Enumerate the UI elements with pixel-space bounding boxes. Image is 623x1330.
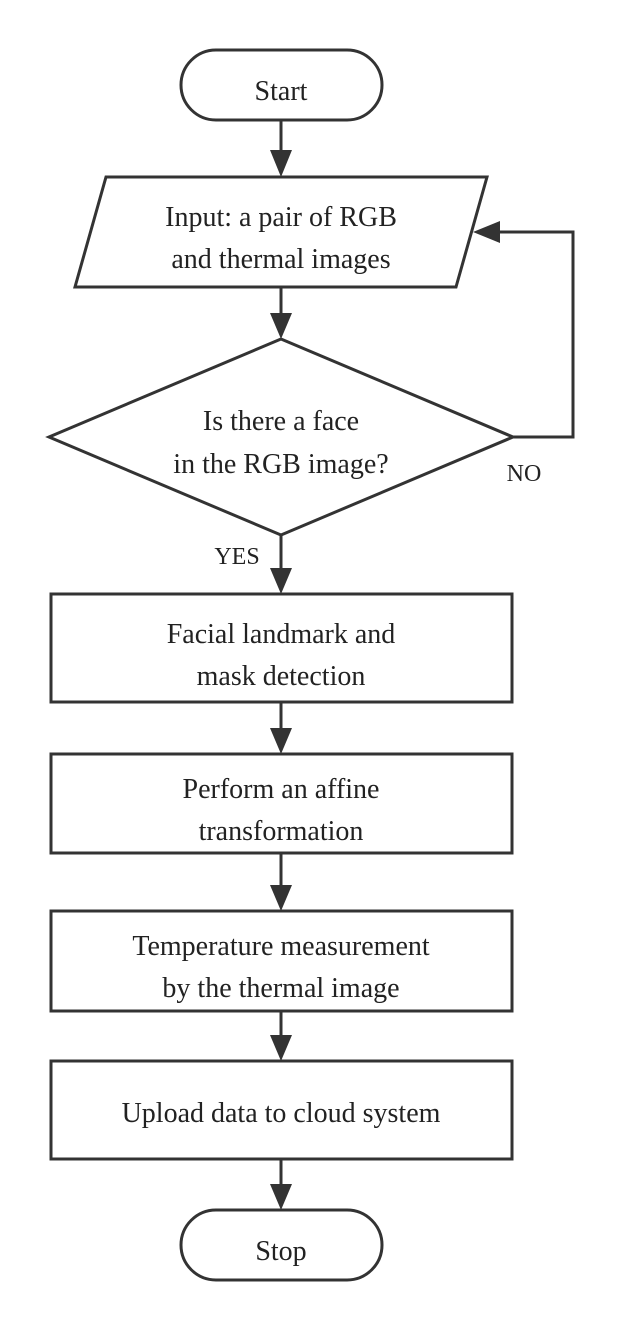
- start-label: Start: [255, 76, 308, 107]
- landmark-label-line1: Facial landmark and: [167, 619, 396, 650]
- affine-node: Perform an affine transformation: [49, 752, 514, 855]
- stop-node: Stop: [179, 1208, 384, 1282]
- upload-label: Upload data to cloud system: [122, 1098, 441, 1129]
- affine-label-line1: Perform an affine: [183, 774, 380, 805]
- yes-label: YES: [214, 544, 259, 570]
- arrow-yes-to-landmark: [270, 535, 292, 594]
- arrow-temperature-to-upload: [270, 1011, 292, 1061]
- decision-label-line1: Is there a face: [203, 406, 359, 437]
- stop-label: Stop: [255, 1236, 306, 1267]
- decision-label-line2: in the RGB image?: [173, 449, 388, 480]
- start-node: Start: [179, 48, 384, 122]
- arrow-input-to-decision: [270, 287, 292, 339]
- upload-node: Upload data to cloud system: [49, 1059, 514, 1161]
- no-label: NO: [507, 461, 542, 487]
- input-node: Input: a pair of RGB and thermal images: [73, 175, 489, 289]
- landmark-node: Facial landmark and mask detection: [49, 592, 514, 704]
- input-label-line1: Input: a pair of RGB: [165, 202, 397, 233]
- arrow-upload-to-stop: [270, 1159, 292, 1210]
- arrow-no-loop: [473, 221, 575, 439]
- temperature-label-line2: by the thermal image: [162, 973, 399, 1004]
- temperature-node: Temperature measurement by the thermal i…: [49, 909, 514, 1013]
- arrow-landmark-to-affine: [270, 702, 292, 754]
- landmark-label-line2: mask detection: [197, 661, 366, 692]
- arrow-affine-to-temperature: [270, 853, 292, 911]
- arrow-start-to-input: [270, 120, 292, 177]
- affine-label-line2: transformation: [199, 816, 364, 847]
- temperature-label-line1: Temperature measurement: [132, 931, 430, 962]
- decision-node: Is there a face in the RGB image?: [45, 337, 517, 537]
- input-label-line2: and thermal images: [171, 244, 390, 275]
